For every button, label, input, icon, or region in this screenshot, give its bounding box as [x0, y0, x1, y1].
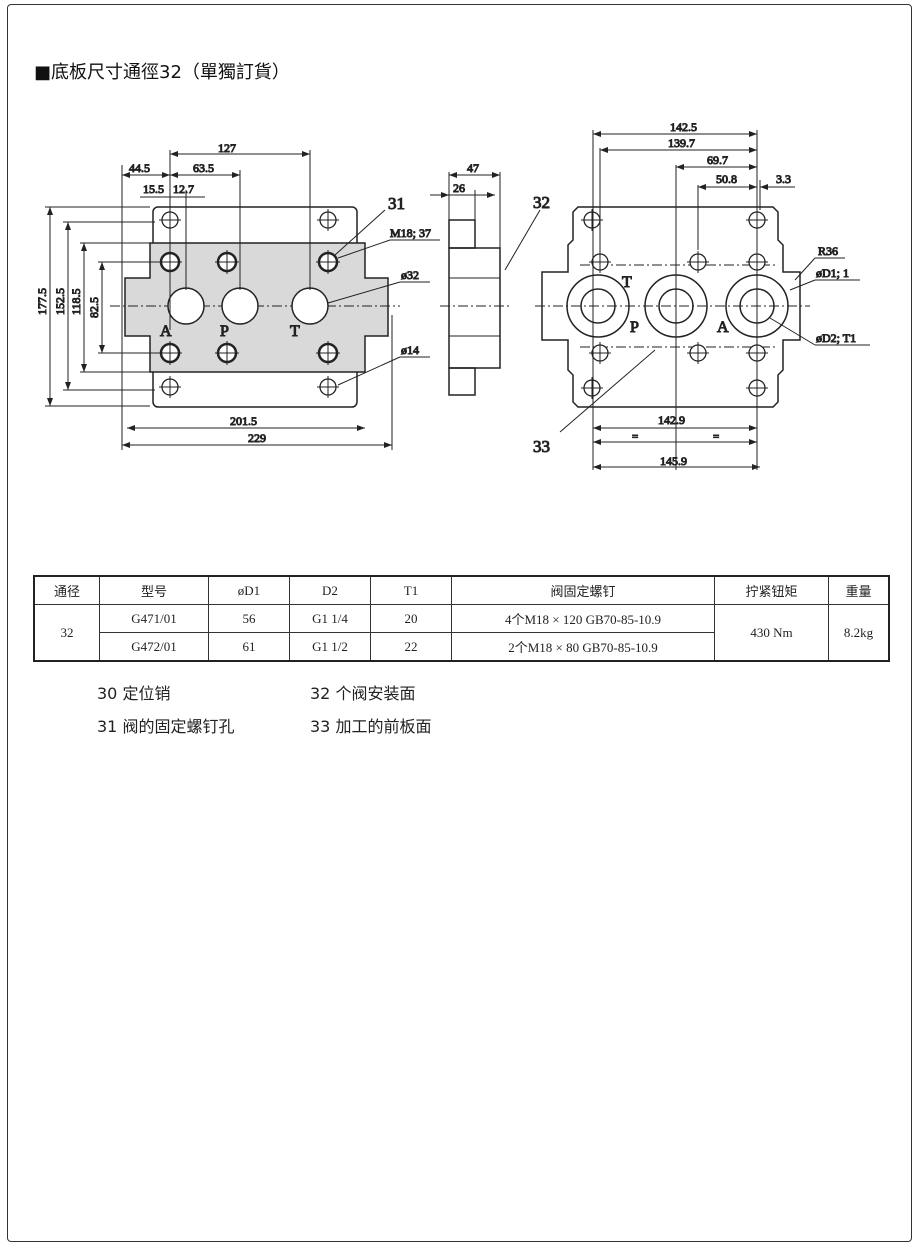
- callout-m18: M18; 37: [390, 226, 431, 240]
- dim-44-5: 44.5: [129, 161, 150, 175]
- cell-model: G471/01: [99, 604, 209, 633]
- side-view: 47 26 32: [430, 161, 551, 396]
- dim-15-5: 15.5: [143, 182, 164, 196]
- dim-equal-right: =: [713, 431, 719, 443]
- dim-142-9: 142.9: [658, 413, 685, 427]
- cell-weight: 8.2kg: [828, 604, 890, 662]
- back-port-label-p: P: [630, 319, 639, 336]
- dim-118-5: 118.5: [69, 288, 83, 315]
- technical-drawing: A P T 127 44.5 63.5 15.5 12.7 177.5 152.…: [35, 120, 870, 470]
- header-d1: øD1: [208, 575, 290, 605]
- hole-centerline: [215, 250, 239, 274]
- dim-50-8: 50.8: [716, 172, 737, 186]
- callout-31: 31: [388, 194, 405, 213]
- callout-d2: øD2; T1: [816, 331, 856, 345]
- front-view: A P T 127 44.5 63.5 15.5 12.7 177.5 152.…: [35, 141, 440, 450]
- header-torque: 拧紧钮矩: [714, 575, 829, 605]
- hole-centerline: [159, 376, 181, 398]
- dim-63-5: 63.5: [193, 161, 214, 175]
- dim-3-3: 3.3: [776, 172, 791, 186]
- hole-centerline: [215, 341, 239, 365]
- dim-12-7: 12.7: [173, 182, 194, 196]
- hole-centerline: [581, 209, 603, 231]
- cell-torque: 430 Nm: [714, 604, 829, 662]
- cell-d2: G1 1/4: [289, 604, 371, 633]
- hole-centerline: [316, 341, 340, 365]
- dim-177-5: 177.5: [35, 288, 49, 315]
- cell-size: 32: [33, 604, 100, 662]
- header-weight: 重量: [828, 575, 890, 605]
- dim-139-7: 139.7: [668, 136, 695, 150]
- cell-t1: 22: [370, 632, 452, 662]
- dim-82-5: 82.5: [87, 297, 101, 318]
- header-t1: T1: [370, 575, 452, 605]
- note-32: 32 个阀安装面: [310, 684, 416, 703]
- back-port-label-t: T: [622, 274, 632, 291]
- table-row: 32 G471/01 56 G1 1/4 20 4个M18 × 120 GB70…: [33, 604, 890, 662]
- hole-centerline: [316, 250, 340, 274]
- callout-32: 32: [533, 193, 550, 212]
- note-30: 30 定位销: [97, 684, 171, 703]
- hole-centerline: [317, 376, 339, 398]
- header-model: 型号: [99, 575, 209, 605]
- callout-dia14: ø14: [401, 343, 419, 357]
- note-33: 33 加工的前板面: [310, 717, 432, 736]
- back-port-label-a: A: [717, 319, 729, 336]
- note-31: 31 阀的固定螺钉孔: [97, 717, 235, 736]
- header-bore: 通径: [33, 575, 100, 605]
- table-header-row: 通径 型号 øD1 D2 T1 阀固定螺钉 拧紧钮矩 重量: [33, 575, 890, 605]
- hole-centerline: [687, 251, 709, 273]
- hole-centerline: [317, 209, 339, 231]
- port-label-a: A: [160, 323, 172, 340]
- page-title: ■底板尺寸通徑32（單獨訂貨）: [34, 62, 290, 83]
- port-a-hole: [167, 287, 205, 325]
- port-t-hole: [291, 287, 329, 325]
- dim-142-5: 142.5: [670, 120, 697, 134]
- callout-dia32: ø32: [401, 268, 419, 282]
- cell-d2: G1 1/2: [289, 632, 371, 662]
- callout-r36: R36: [818, 244, 838, 258]
- hole-centerline: [589, 342, 611, 364]
- dim-69-7: 69.7: [707, 153, 728, 167]
- cell-d1: 61: [208, 632, 290, 662]
- port-p-hole: [221, 287, 259, 325]
- page-frame: [7, 4, 912, 1242]
- table-row: G472/01 61 G1 1/2 22 2个M18 × 80 GB70-85-…: [34, 632, 889, 662]
- dim-229: 229: [248, 431, 266, 445]
- dim-26: 26: [453, 181, 465, 195]
- callout-d1: øD1; 1: [816, 266, 849, 280]
- dim-145-9: 145.9: [660, 454, 687, 468]
- back-view: T P A 142.5 139.7 69.7 50.8 3.3 142.9 = …: [533, 120, 870, 470]
- header-screws: 阀固定螺钉: [451, 575, 715, 605]
- dim-47: 47: [467, 161, 479, 175]
- port-label-p: P: [220, 323, 229, 340]
- port-t-counterbore: [566, 274, 630, 338]
- cell-model: G472/01: [99, 632, 209, 662]
- cell-t1: 20: [370, 604, 452, 633]
- dim-127: 127: [218, 141, 236, 155]
- cell-screws: 4个M18 × 120 GB70-85-10.9: [451, 604, 715, 633]
- callout-33: 33: [533, 437, 550, 456]
- cell-screws: 2个M18 × 80 GB70-85-10.9: [451, 632, 715, 662]
- hole-centerline: [687, 342, 709, 364]
- cell-d1: 56: [208, 604, 290, 633]
- header-d2: D2: [289, 575, 371, 605]
- dim-152-5: 152.5: [53, 288, 67, 315]
- specification-table: 通径 型号 øD1 D2 T1 阀固定螺钉 拧紧钮矩 重量 32 G471/01…: [33, 575, 890, 662]
- hole-centerline: [158, 341, 182, 365]
- dim-201-5: 201.5: [230, 414, 257, 428]
- dim-equal-left: =: [632, 431, 638, 443]
- port-label-t: T: [290, 323, 300, 340]
- hole-centerline: [581, 377, 603, 399]
